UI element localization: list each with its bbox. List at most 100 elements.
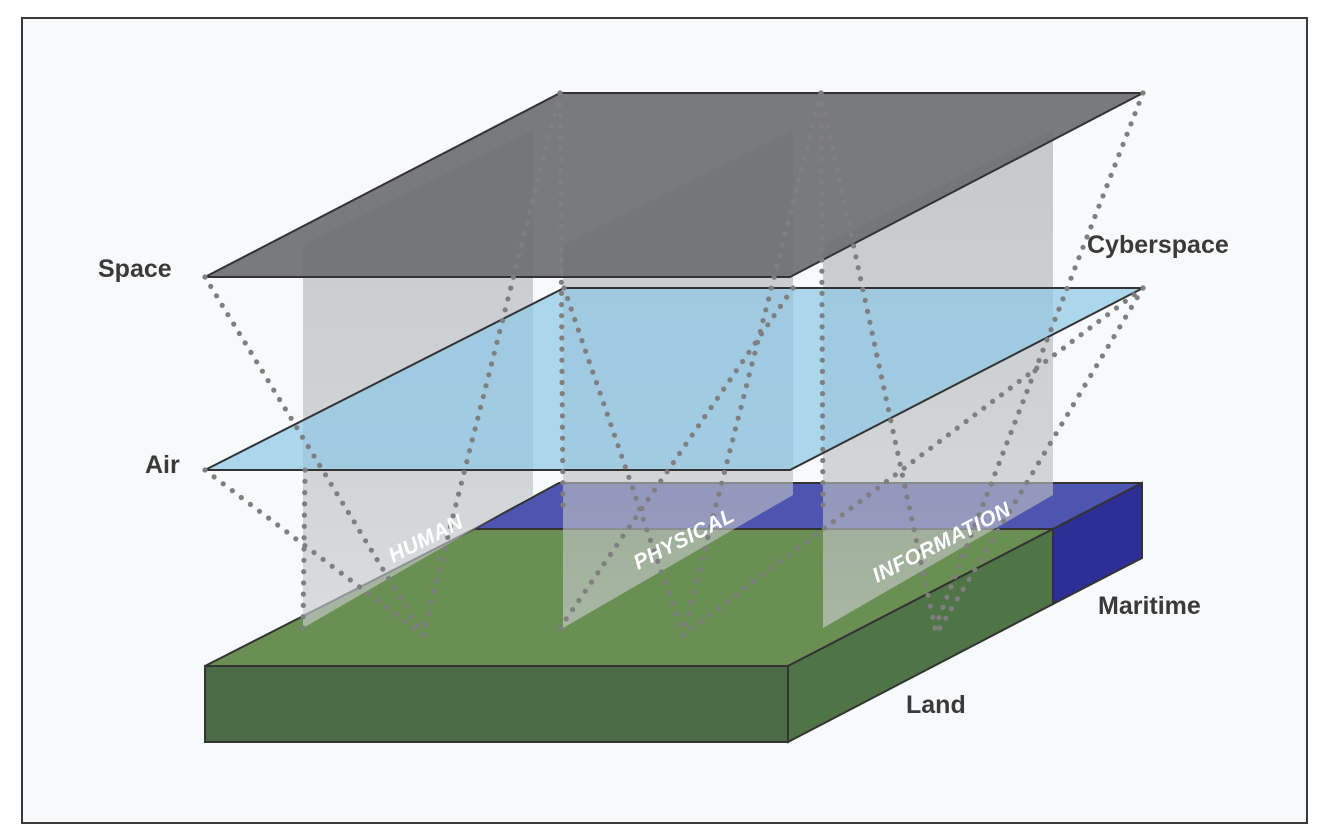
connector-dot [256,508,263,514]
connector-dot [724,599,730,605]
connector-dot [888,418,894,424]
connector-dot [878,374,885,380]
connector-dot [559,424,566,430]
connector-dot [763,307,769,313]
connector-dot [895,450,901,456]
connector-dot [818,201,825,207]
connector-dot [1112,162,1118,168]
connector-dot [425,610,432,616]
connector-dot [976,512,982,518]
connector-dot [486,372,492,378]
connector-dot [557,157,564,163]
connector-dot [964,543,970,549]
connector-dot [698,619,704,625]
connector-dot [818,90,824,96]
connector-dot [402,618,408,624]
connector-dot [420,632,426,638]
connector-dot [1043,358,1049,364]
connector-dot [516,253,522,259]
connector-dot [932,625,938,631]
connector-dot [301,535,307,541]
connector-dot [727,377,733,383]
connector-dot [633,495,639,501]
connector-dot [906,505,913,511]
connector-dot [431,589,437,595]
connector-dot [777,303,784,309]
connector-dot [666,590,672,596]
connector-dot [844,210,850,216]
connector-dot [590,369,596,375]
connector-dot [669,600,675,607]
connector-dot [695,423,702,429]
connector-dot [572,316,578,323]
connector-dot [1076,255,1082,261]
connector-dot [1000,450,1006,456]
connector-dot [819,379,826,386]
connector-dot [820,457,826,464]
connector-dot [925,592,931,598]
connector-dot [299,434,306,440]
connector-dot [423,621,429,627]
connector-dot [706,612,713,618]
connector-dot [777,253,783,259]
connector-dot [363,538,369,544]
connector-dot [721,469,728,475]
connector-dot [673,611,679,617]
connector-dot [375,598,381,604]
connector-dot [1108,172,1114,178]
connector-dot [683,621,689,627]
connector-dot [920,570,927,577]
connector-dot [505,296,511,302]
connector-dot [502,307,508,313]
connector-dot [374,557,380,563]
connector-dot [786,552,792,558]
connector-dot [615,443,621,449]
connector-dot [619,453,625,459]
connector-dot [266,515,272,521]
connector-dot [508,285,514,291]
connector-dot [557,134,563,141]
connector-dot [820,446,826,452]
connector-dot [918,559,924,566]
connector-dot [300,614,306,620]
connector-dot [301,580,307,586]
connector-dot [765,322,771,328]
domain-label-cyberspace: Cyberspace [1087,231,1229,259]
connector-dot [560,457,566,464]
connector-dot [658,478,664,484]
domain-label-space: Space [98,255,172,283]
connector-dot [560,502,566,508]
connector-dot [450,513,456,519]
connector-dot [513,263,519,269]
connector-dot [254,359,260,365]
space-plane [204,92,1144,278]
connector-dot [928,445,934,451]
connector-dot [819,212,825,219]
connector-dot [980,501,986,508]
connector-dot [1059,421,1065,427]
connector-dot [1087,325,1093,331]
connector-dot [510,274,516,280]
connector-dot [825,123,831,129]
connector-dot [774,263,780,269]
connector-dot [1008,429,1014,436]
connector-dot [535,177,541,183]
connector-dot [593,380,600,386]
connector-dot [866,492,872,498]
connector-dot [595,570,601,576]
connector-dot [1053,431,1059,437]
connector-dot [768,285,774,291]
connector-dot [411,625,417,631]
connector-dot [294,425,300,431]
connector-dot [1020,399,1026,405]
connector-dot [1088,224,1094,230]
connector-dot [559,346,565,352]
connector-dot [841,199,847,205]
connector-dot [393,611,399,618]
connector-dot [639,505,645,512]
connector-dot [713,502,719,508]
connector-dot [899,472,906,478]
connector-dot [271,387,277,393]
connector-dot [708,404,714,411]
connector-dot [688,599,694,606]
